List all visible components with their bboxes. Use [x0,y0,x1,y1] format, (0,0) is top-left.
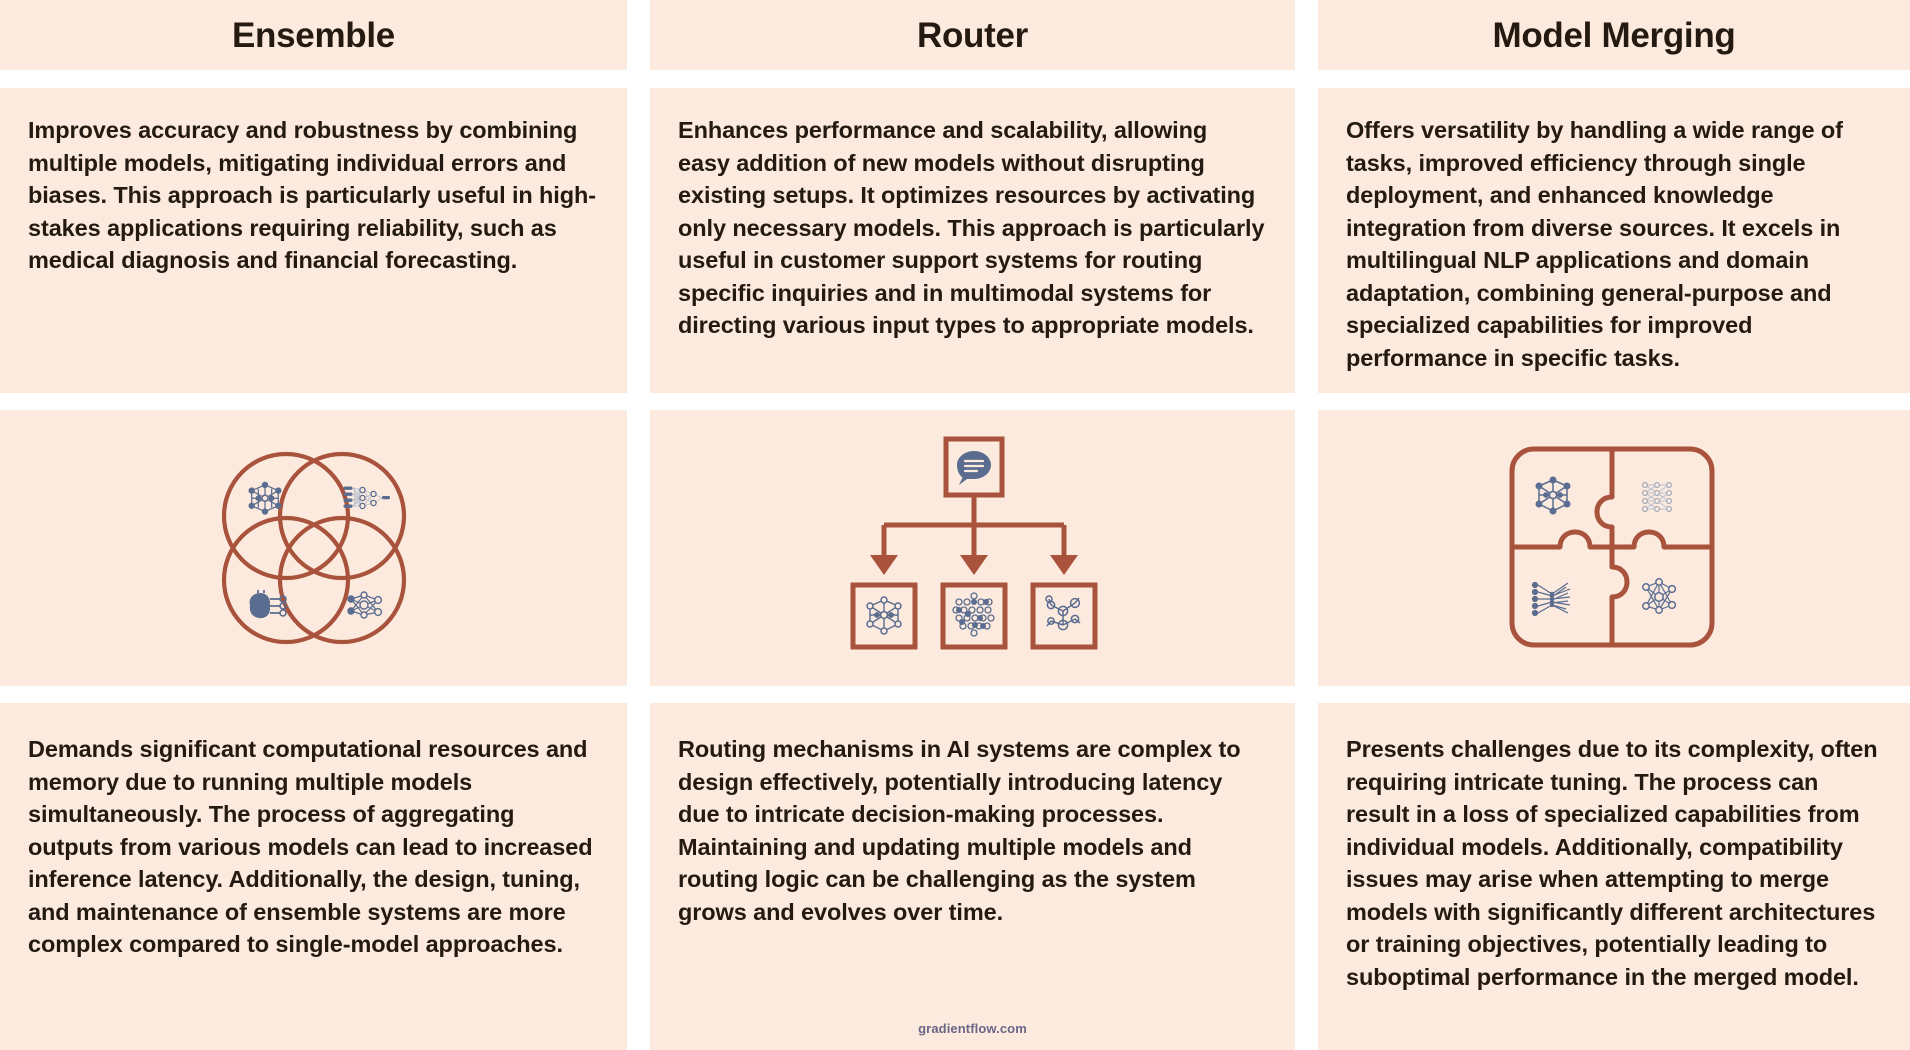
gutter-2-row3 [1295,410,1318,686]
diagram-cell-ensemble [0,410,627,686]
header-cell-router: Router [650,0,1295,70]
challenges-text-ensemble: Demands significant computational resour… [28,736,593,958]
row-gap-2-g1 [627,393,650,410]
jigsaw-four-pieces-diagram [1509,446,1715,647]
row-gap-3-g1 [627,686,650,703]
arrow-head-icon [869,555,1078,575]
row-gap-2-a [0,393,627,410]
ai-brain-chip-icon [249,590,287,619]
row-gap-1-a [0,70,627,88]
feedforward-network-icon [343,486,390,510]
router-fanout-diagram [850,436,1097,650]
challenges-cell-model-merging: Presents challenges due to its complexit… [1318,703,1910,1050]
molecular-graph-icon [1044,595,1080,631]
row-gap-1-g1 [627,70,650,88]
page-title-model-merging: Model Merging [1492,15,1736,55]
lattice-network-icon [951,592,995,637]
row-gap-2-g2 [1295,393,1318,410]
header-cell-model-merging: Model Merging [1318,0,1910,70]
gutter-1-row1 [627,0,650,70]
neural-network-dense-icon [1535,476,1571,514]
benefits-text-router: Enhances performance and scalability, al… [678,117,1265,339]
header-cell-ensemble: Ensemble [0,0,627,70]
benefits-cell-router: Enhances performance and scalability, al… [650,88,1295,393]
row-gap-2-b [650,393,1295,410]
model-fanout-wires-icon [1531,581,1571,616]
diagram-cell-model-merging [1318,410,1910,686]
challenges-cell-ensemble: Demands significant computational resour… [0,703,627,1050]
chat-bubble-icon [956,451,991,485]
watermark-gradientflow: gradientflow.com [918,1021,1027,1036]
neural-network-mlp-icon [346,591,382,619]
gutter-2-row2 [1295,88,1318,393]
gutter-2-row4 [1295,703,1318,1050]
row-gap-1-g2 [1295,70,1318,88]
row-gap-3-b [650,686,1295,703]
benefits-cell-model-merging: Offers versatility by handling a wide ra… [1318,88,1910,393]
row-gap-3-g2 [1295,686,1318,703]
neural-network-grid-icon [1642,481,1672,512]
page-title-ensemble: Ensemble [232,15,395,55]
row-gap-1-c [1318,70,1910,88]
challenges-text-model-merging: Presents challenges due to its complexit… [1346,736,1878,990]
benefits-text-ensemble: Improves accuracy and robustness by comb… [28,117,596,274]
gutter-1-row3 [627,410,650,686]
challenges-cell-router: Routing mechanisms in AI systems are com… [650,703,1295,1050]
row-gap-1-b [650,70,1295,88]
row-gap-3-a [0,686,627,703]
neural-network-dense-icon [248,481,281,515]
page-title-router: Router [917,15,1028,55]
row-gap-2-c [1318,393,1910,410]
neural-network-mlp-icon [1642,577,1677,614]
gutter-1-row4 [627,703,650,1050]
gutter-1-row2 [627,88,650,393]
diagram-cell-router [650,410,1295,686]
challenges-text-router: Routing mechanisms in AI systems are com… [678,736,1241,925]
row-gap-3-c [1318,686,1910,703]
gutter-2-row1 [1295,0,1318,70]
neural-network-graph-icon [865,596,902,635]
benefits-cell-ensemble: Improves accuracy and robustness by comb… [0,88,627,393]
venn-four-circles-diagram [221,451,406,645]
benefits-text-model-merging: Offers versatility by handling a wide ra… [1346,117,1843,371]
